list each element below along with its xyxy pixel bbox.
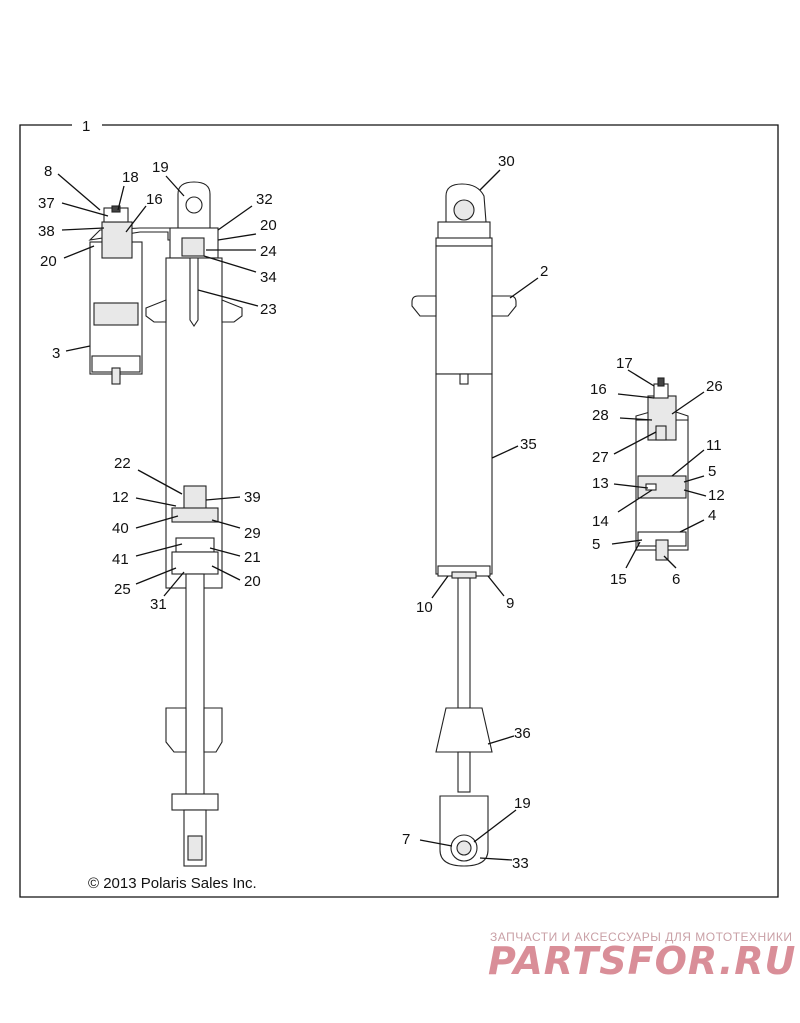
seal-head	[171, 551, 219, 575]
top-cap	[437, 221, 491, 241]
bottom-bushing-inner	[456, 840, 472, 856]
callout-25: 25	[114, 581, 131, 598]
callout-14: 14	[592, 513, 609, 530]
callout-37: 37	[38, 195, 55, 212]
watermark: ЗАПЧАСТИ И АКСЕССУАРЫ ДЛЯ МОТОТЕХНИКИ PA…	[488, 930, 796, 983]
lower-perch-left	[165, 707, 187, 753]
callout-8: 8	[44, 163, 52, 180]
callout-38: 38	[38, 223, 55, 240]
callout-19: 19	[152, 159, 169, 176]
callout-21: 21	[244, 549, 261, 566]
head-valve	[181, 237, 205, 257]
bumper	[435, 707, 493, 753]
callout-7: 7	[402, 831, 410, 848]
callout-28: 28	[592, 407, 609, 424]
callout-26: 26	[706, 378, 723, 395]
callout-2: 2	[540, 263, 548, 280]
callout-23: 23	[260, 301, 277, 318]
lower-body	[435, 373, 493, 575]
callout-16: 16	[590, 381, 607, 398]
callout-30: 30	[498, 153, 515, 170]
callout-1: 1	[82, 118, 90, 135]
callout-32: 32	[256, 191, 273, 208]
top-eye-bore	[453, 199, 475, 221]
bottom-eye-flange	[171, 793, 219, 811]
callout-22: 22	[114, 455, 131, 472]
watermark-tagline: ЗАПЧАСТИ И АКСЕССУАРЫ ДЛЯ МОТОТЕХНИКИ	[490, 930, 792, 944]
spring-perch-r	[491, 295, 517, 317]
reservoir-valve-body	[101, 221, 133, 259]
callout-10: 10	[416, 599, 433, 616]
callout-5: 5	[592, 536, 600, 553]
callout-41: 41	[112, 551, 129, 568]
spring-perch	[411, 295, 437, 317]
callout-31: 31	[150, 596, 167, 613]
callout-5: 5	[708, 463, 716, 480]
watermark-logo: PARTSFOR.RU	[488, 939, 796, 983]
callout-18: 18	[122, 169, 139, 186]
callout-13: 13	[592, 475, 609, 492]
piston-cap	[645, 483, 657, 491]
valve-tip	[657, 377, 665, 387]
callout-20: 20	[40, 253, 57, 270]
piston	[171, 507, 219, 523]
callout-40: 40	[112, 520, 129, 537]
callout-34: 34	[260, 269, 277, 286]
center-shock	[411, 183, 517, 867]
copyright-text: © 2013 Polaris Sales Inc.	[88, 875, 257, 892]
piston-shaft-top	[183, 485, 207, 511]
callout-11: 11	[706, 437, 722, 454]
knob-cap	[111, 205, 121, 213]
callout-24: 24	[260, 243, 277, 260]
callout-12: 12	[708, 487, 725, 504]
left-shock-cutaway	[88, 181, 243, 867]
callout-9: 9	[506, 595, 514, 612]
shaft	[457, 577, 471, 709]
lower-perch-right	[203, 707, 223, 753]
callout-39: 39	[244, 489, 261, 506]
center-leaders	[419, 169, 539, 861]
lower-shaft	[457, 751, 471, 793]
callout-19: 19	[514, 795, 531, 812]
callout-16: 16	[146, 191, 163, 208]
piston-nut	[175, 537, 215, 553]
center-callouts: 30 2 35 10 9 36 19 7 33	[402, 153, 548, 872]
schrader-stem	[655, 539, 669, 561]
callout-20: 20	[244, 573, 261, 590]
top-eyelet-bore	[185, 196, 203, 214]
callout-3: 3	[52, 345, 60, 362]
reservoir-piston	[93, 302, 139, 326]
callout-35: 35	[520, 436, 537, 453]
seal-cap	[451, 571, 477, 579]
spring-perch-upper	[145, 299, 167, 323]
left-callouts: 8 18 19 37 16 32 20 38 20 24 34 23 3 22 …	[38, 159, 277, 613]
upper-body	[435, 245, 493, 375]
diagram-frame	[19, 124, 779, 898]
callout-15: 15	[610, 571, 627, 588]
callout-27: 27	[592, 449, 609, 466]
callout-29: 29	[244, 525, 261, 542]
body-step	[459, 373, 469, 385]
callout-33: 33	[512, 855, 529, 872]
right-reservoir-detail	[635, 377, 689, 561]
left-leaders	[57, 173, 259, 597]
right-callouts: 17 16 26 28 27 11 5 13 12 14 4 5 15 6	[590, 355, 725, 588]
callout-4: 4	[708, 507, 716, 524]
callout-12: 12	[112, 489, 129, 506]
needle-23	[189, 257, 199, 327]
callout-6: 6	[672, 571, 680, 588]
callout-20: 20	[260, 217, 277, 234]
shaft	[185, 573, 205, 825]
bottom-eyelet-bore	[187, 835, 203, 861]
callout-36: 36	[514, 725, 531, 742]
reservoir-schrader	[111, 367, 121, 385]
cap-ring	[435, 237, 493, 247]
spring-perch-upper-r	[221, 299, 243, 323]
right-leaders	[611, 369, 707, 569]
callout-17: 17	[616, 355, 633, 372]
valve-stem	[655, 425, 667, 441]
